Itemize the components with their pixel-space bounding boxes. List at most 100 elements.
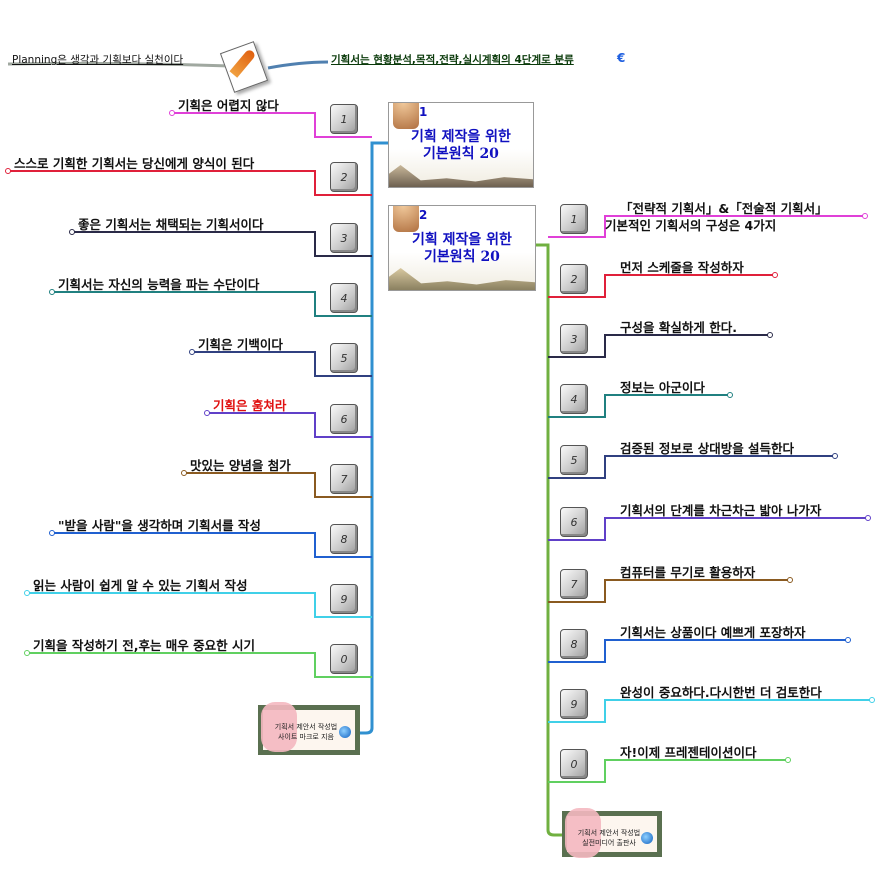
card-number: 1 bbox=[419, 105, 428, 119]
pencil-note-icon bbox=[219, 40, 269, 93]
branch-end-dot bbox=[787, 577, 793, 583]
left-item-text[interactable]: 기획은 기백이다 bbox=[198, 337, 283, 352]
branch-line bbox=[548, 759, 788, 783]
branch-line bbox=[172, 112, 372, 138]
right-key-2[interactable]: 2 bbox=[560, 264, 588, 294]
left-key-4[interactable]: 4 bbox=[330, 283, 358, 313]
right-item-text[interactable]: 컴퓨터를 무기로 활용하자 bbox=[620, 565, 756, 580]
branch-end-dot bbox=[767, 332, 773, 338]
branch-line bbox=[72, 231, 372, 257]
left-key-2[interactable]: 2 bbox=[330, 162, 358, 192]
thumbs-up-icon bbox=[393, 103, 419, 129]
left-key-6[interactable]: 6 bbox=[330, 404, 358, 434]
card-number: 2 bbox=[419, 208, 428, 222]
branch-end-dot bbox=[862, 213, 868, 219]
branch-end-dot bbox=[845, 637, 851, 643]
branch-end-dot bbox=[69, 229, 75, 235]
left-item-text[interactable]: 기획서는 자신의 능력을 파는 수단이다 bbox=[58, 277, 260, 292]
right-item-text[interactable]: 검증된 정보로 상대방을 설득한다 bbox=[620, 441, 795, 456]
branch-end-dot bbox=[49, 530, 55, 536]
left-item-text[interactable]: 읽는 사람이 쉽게 알 수 있는 기획서 작성 bbox=[33, 578, 248, 593]
right-item-text[interactable]: 「전략적 기획서」&「전술적 기획서」 bbox=[620, 201, 828, 216]
branch-end-dot bbox=[869, 697, 875, 703]
classification-note[interactable]: 기획서는 현황분석,목적,전략,실시계획의 4단계로 분류 bbox=[331, 54, 574, 66]
right-item-text[interactable]: 완성이 중요하다.다시한번 더 검토한다 bbox=[620, 685, 822, 700]
branch-end-dot bbox=[49, 289, 55, 295]
right-key-4[interactable]: 4 bbox=[560, 384, 588, 414]
globe-icon bbox=[641, 832, 653, 844]
planning-connector bbox=[7, 61, 231, 68]
branch-end-dot bbox=[785, 757, 791, 763]
left-key-7[interactable]: 7 bbox=[330, 464, 358, 494]
branch-end-dot bbox=[832, 453, 838, 459]
classification-connector bbox=[267, 60, 329, 70]
link-icon[interactable]: € bbox=[617, 51, 626, 65]
right-key-0[interactable]: 0 bbox=[560, 749, 588, 779]
left-item-text[interactable]: "받을 사람"을 생각하며 기획서를 작성 bbox=[58, 518, 261, 533]
landscape-image bbox=[389, 268, 535, 290]
left-key-9[interactable]: 9 bbox=[330, 584, 358, 614]
pig-image bbox=[565, 808, 601, 858]
left-key-5[interactable]: 5 bbox=[330, 343, 358, 373]
thumbs-up-icon bbox=[393, 206, 419, 232]
left-spine bbox=[352, 141, 388, 735]
left-key-0[interactable]: 0 bbox=[330, 644, 358, 674]
branch-end-dot bbox=[204, 410, 210, 416]
branch-line bbox=[192, 351, 372, 377]
branch-line bbox=[27, 652, 372, 678]
branch-line bbox=[548, 699, 872, 723]
left-item-text[interactable]: 좋은 기획서는 채택되는 기획서이다 bbox=[78, 217, 264, 232]
right-key-7[interactable]: 7 bbox=[560, 569, 588, 599]
left-item-text[interactable]: 기획은 어렵지 않다 bbox=[178, 98, 279, 113]
right-key-8[interactable]: 8 bbox=[560, 629, 588, 659]
branch-line bbox=[548, 579, 790, 603]
left-item-text[interactable]: 기획은 훔쳐라 bbox=[213, 398, 287, 413]
right-key-3[interactable]: 3 bbox=[560, 324, 588, 354]
branch-end-dot bbox=[5, 168, 11, 174]
left-item-text[interactable]: 기획을 작성하기 전,후는 매우 중요한 시기 bbox=[33, 638, 256, 653]
branch-line bbox=[548, 455, 835, 479]
right-item-text[interactable]: 정보는 아군이다 bbox=[620, 380, 705, 395]
branch-end-dot bbox=[189, 349, 195, 355]
left-item-text[interactable]: 맛있는 양념을 첨가 bbox=[190, 458, 291, 473]
branch-line bbox=[8, 170, 372, 196]
right-key-9[interactable]: 9 bbox=[560, 689, 588, 719]
left-key-1[interactable]: 1 bbox=[330, 104, 358, 134]
right-key-6[interactable]: 6 bbox=[560, 507, 588, 537]
branch-end-dot bbox=[865, 515, 871, 521]
left-key-8[interactable]: 8 bbox=[330, 524, 358, 554]
right-key-1[interactable]: 1 bbox=[560, 204, 588, 234]
right-item-text[interactable]: 자!이제 프레젠테이션이다 bbox=[620, 745, 757, 760]
branch-line bbox=[27, 592, 372, 618]
branch-line bbox=[52, 532, 372, 558]
right-item-text[interactable]: 기획서의 단계를 차근차근 밟아 나가자 bbox=[620, 503, 822, 518]
planning-note[interactable]: Planning은 생각과 기획보다 실천이다 bbox=[12, 54, 184, 66]
branch-end-dot bbox=[24, 590, 30, 596]
mountain-image bbox=[389, 165, 533, 187]
branch-end-dot bbox=[772, 272, 778, 278]
branch-line bbox=[548, 639, 848, 663]
right-item-text[interactable]: 먼저 스케줄을 작성하자 bbox=[620, 260, 744, 275]
branch-line bbox=[184, 472, 372, 498]
right-key-5[interactable]: 5 bbox=[560, 445, 588, 475]
branch-line bbox=[548, 334, 770, 358]
left-item-text[interactable]: 스스로 기획한 기획서는 당신에게 양식이 된다 bbox=[14, 156, 255, 171]
right-item-text[interactable]: 기획서는 상품이다 예쁘게 포장하자 bbox=[620, 625, 806, 640]
branch-end-dot bbox=[24, 650, 30, 656]
branch-line bbox=[548, 394, 730, 418]
branch-line bbox=[207, 412, 372, 438]
branch-end-dot bbox=[169, 110, 175, 116]
right-item-text[interactable]: 구성을 확실하게 한다. bbox=[620, 320, 737, 335]
left-key-3[interactable]: 3 bbox=[330, 223, 358, 253]
right-item-subtext[interactable]: 기본적인 기획서의 구성은 4가지 bbox=[605, 218, 777, 233]
